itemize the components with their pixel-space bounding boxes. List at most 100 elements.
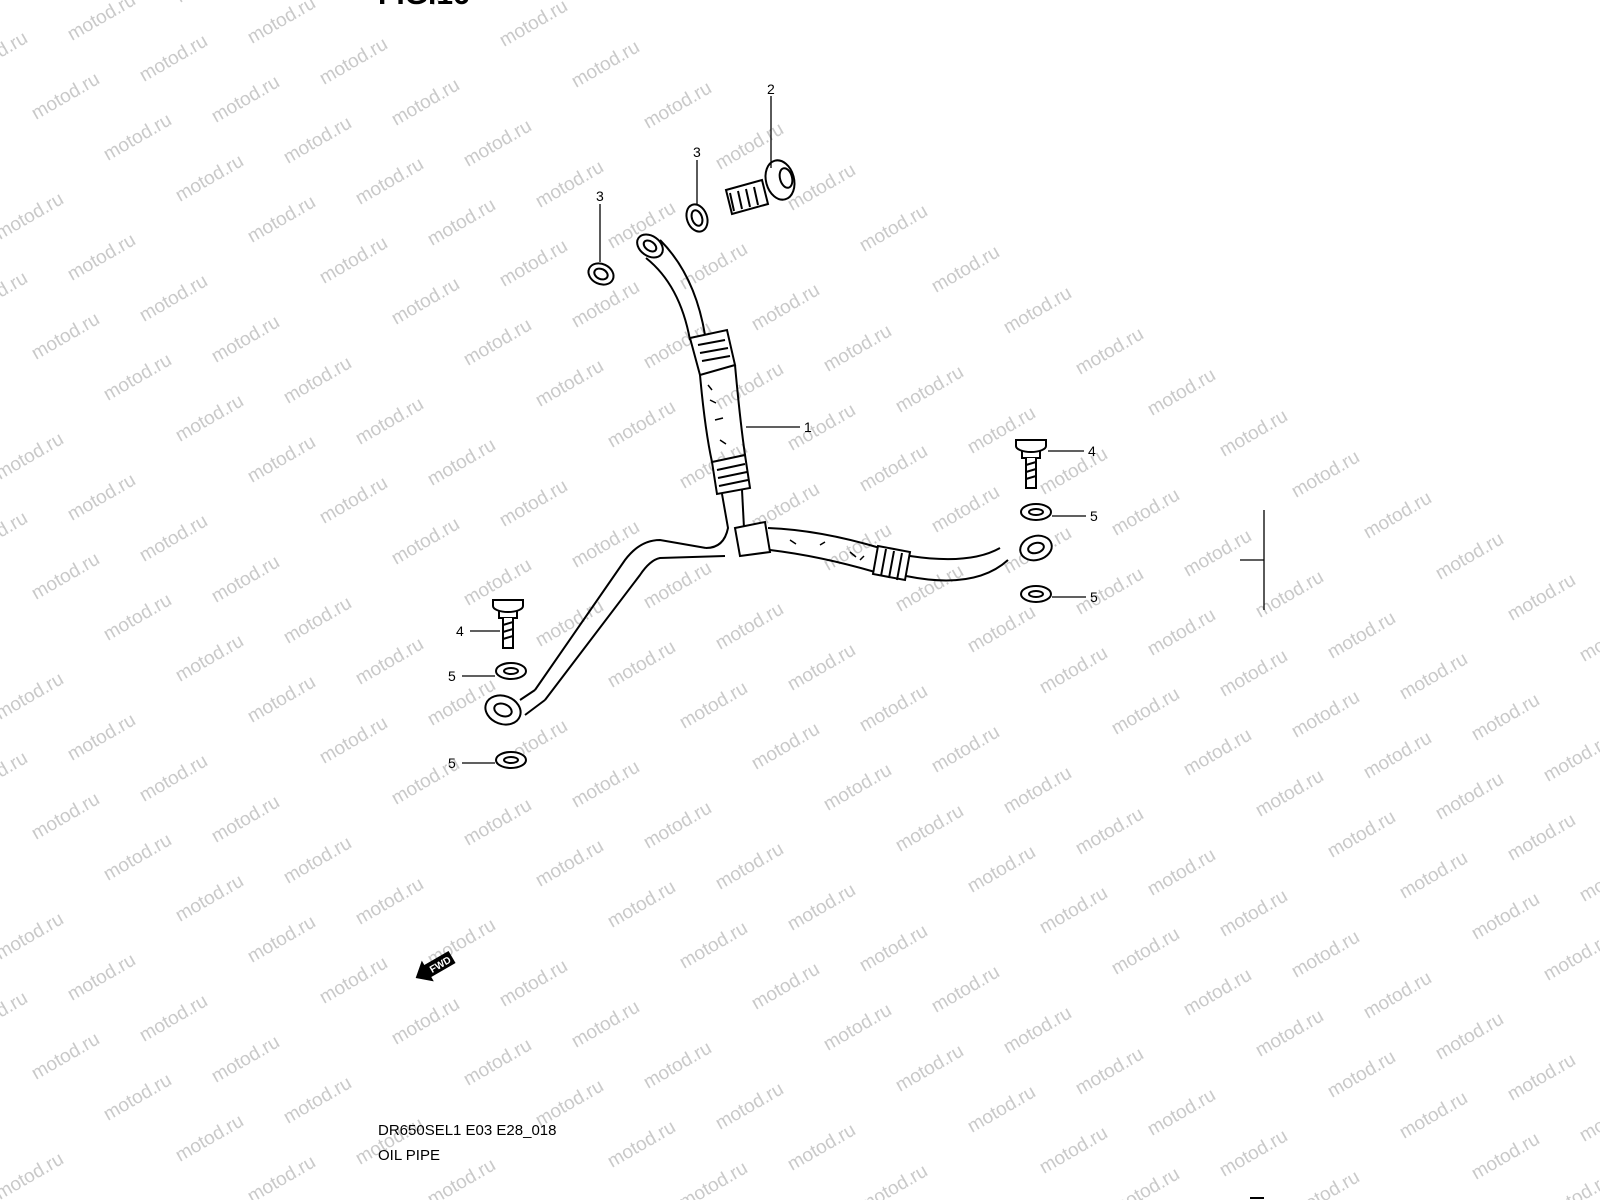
watermark-text: motod.ru [1216,406,1291,462]
watermark-text: motod.ru [1432,769,1507,825]
figure-name: OIL PIPE [378,1147,440,1164]
watermark-text: motod.ru [100,110,175,166]
bolt-icon [492,439,1047,649]
watermark-text: motod.ru [0,1149,67,1200]
watermark-text: motod.ru [316,473,391,529]
watermark-text: motod.ru [1036,643,1111,699]
watermark-text: motod.ru [748,280,823,336]
watermark-text: motod.ru [928,482,1003,538]
watermark-text: motod.ru [1432,529,1507,585]
watermark-text: motod.ru [1360,728,1435,784]
gasket-icon [587,203,709,286]
watermark-text: motod.ru [784,880,859,936]
watermark-text: motod.ru [316,953,391,1009]
watermark-text: motod.ru [1216,646,1291,702]
watermark-text: motod.ru [856,681,931,737]
watermark-text: motod.ru [1072,564,1147,620]
callout-2: 2 [767,81,775,97]
watermark-text: motod.ru [136,511,211,567]
watermark-text: motod.ru [1108,1164,1183,1200]
watermark-text: motod.ru [1288,1167,1363,1200]
watermark-text: motod.ru [64,470,139,526]
callout-1: 1 [804,419,812,435]
watermark-text: motod.ru [0,268,31,324]
watermark-text: motod.ru [280,1073,355,1129]
watermark-text: motod.ru [856,441,931,497]
watermark-text: motod.ru [172,631,247,687]
callout-5: 5 [1090,589,1098,605]
watermark-text: motod.ru [0,669,67,725]
watermark-text: motod.ru [1108,684,1183,740]
watermark-text: motod.ru [352,634,427,690]
watermark-text: motod.ru [1396,848,1471,904]
watermark-text: motod.ru [1072,324,1147,380]
watermark-text: motod.ru [496,956,571,1012]
watermark-text: motod.ru [100,590,175,646]
watermark-text: motod.ru [172,151,247,207]
watermark-text: motod.ru [172,391,247,447]
watermark-text: motod.ru [712,839,787,895]
watermark-text: motod.ru [1144,365,1219,421]
watermark-text: motod.ru [0,189,67,245]
watermark-text: motod.ru [352,874,427,930]
watermark-text: motod.ru [604,637,679,693]
watermark-text: motod.ru [856,201,931,257]
watermark-text: motod.ru [820,321,895,377]
watermark-text: motod.ru [208,1032,283,1088]
watermark-text: motod.ru [1396,1088,1471,1144]
watermark-text: motod.ru [820,1000,895,1056]
watermark-text: motod.ru [496,236,571,292]
watermark-text: motod.ru [64,0,139,45]
watermark-text: motod.ru [604,397,679,453]
watermark-text: motod.ru [928,242,1003,298]
watermark-text: motod.ru [1576,1091,1600,1147]
watermark-text: motod.ru [100,830,175,886]
watermark-text: motod.ru [1180,526,1255,582]
watermark-text: motod.ru [784,640,859,696]
watermark-text: motod.ru [1576,851,1600,907]
watermark-text: motod.ru [460,1035,535,1091]
watermark-text: motod.ru [28,69,103,125]
watermark-text: motod.ru [1252,1006,1327,1062]
watermark-text: motod.ru [0,909,67,965]
watermark-text: motod.ru [1216,1126,1291,1182]
watermark-text: motod.ru [892,1041,967,1097]
watermark-text: motod.ru [100,1070,175,1126]
watermark-text: motod.ru [100,350,175,406]
watermark-text: motod.ru [460,116,535,172]
watermark-text: motod.ru [1036,883,1111,939]
watermark-text: motod.ru [0,28,31,84]
watermark-text: motod.ru [928,962,1003,1018]
watermark-text: motod.ru [1540,1170,1600,1200]
watermark-text: motod.ru [1324,608,1399,664]
watermark-text: motod.ru [316,713,391,769]
watermark-text: motod.ru [1576,611,1600,667]
watermark-text: motod.ru [244,192,319,248]
watermark-text: motod.ru [1180,725,1255,781]
watermark-text: motod.ru [712,1079,787,1135]
oil-pipe-icon [484,233,1053,726]
watermark-text: motod.ru [1000,763,1075,819]
watermark-text: motod.ru [1180,965,1255,1021]
watermark-text: motod.ru [892,801,967,857]
watermark-text: motod.ru [1252,567,1327,623]
watermark-text: motod.ru [604,1117,679,1173]
leader-lines [462,96,1265,764]
washer-icon [495,503,1052,769]
watermark-text: motod.ru [604,877,679,933]
watermark-text: motod.ru [424,435,499,491]
watermark-text: motod.ru [748,959,823,1015]
callout-4: 4 [1088,443,1096,459]
watermark-text: motod.ru [64,710,139,766]
watermark-text: motod.ru [568,517,643,573]
watermark-text: motod.ru [244,0,319,48]
watermark-text: motod.ru [208,792,283,848]
watermark-text: motod.ru [1504,1050,1579,1106]
watermark-text: motod.ru [172,871,247,927]
watermark-text: motod.ru [640,798,715,854]
watermark-text: motod.ru [316,233,391,289]
watermark-text: motod.ru [388,274,463,330]
watermark-text: motod.ru [172,0,247,7]
